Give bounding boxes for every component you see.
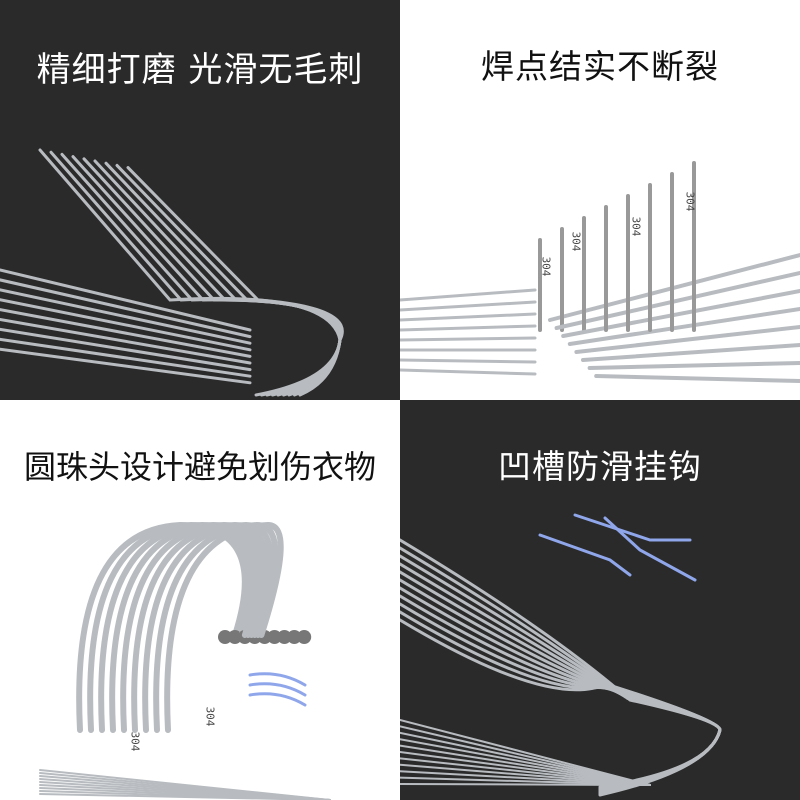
- hanger-wire: [594, 374, 800, 383]
- ball-tip: [287, 630, 302, 644]
- hanger-wire: [400, 312, 537, 322]
- ball-tip: [227, 630, 242, 644]
- hanger-wire: [400, 783, 651, 786]
- hanger-wire: [574, 325, 800, 354]
- motion-line: [248, 672, 307, 687]
- hanger-groove-illustration: [400, 513, 722, 797]
- panel-groove-hook: 凹槽防滑挂钩: [400, 400, 800, 800]
- hanger-wire: [39, 793, 331, 800]
- hanger-wire: [561, 289, 800, 338]
- hanger-wire: [400, 324, 537, 332]
- hanger-wire: [400, 757, 651, 786]
- hanger-wire: [400, 725, 651, 786]
- hanger-wire: [0, 308, 252, 358]
- motion-line: [538, 533, 632, 577]
- motion-line: [248, 682, 307, 697]
- hanger-wire: [400, 358, 537, 364]
- hanger-wire: [548, 253, 800, 322]
- panel-weld: 焊点结实不断裂 304 304 304 304: [400, 0, 800, 400]
- panel-ball-tip: 圆珠头设计避免划伤衣物 304 304: [0, 400, 400, 800]
- hanger-wire: [581, 343, 800, 362]
- hanger-wire: [400, 751, 651, 786]
- hanger-hook-illustration: [39, 521, 331, 800]
- caption-ball-tip: 圆珠头设计避免划伤衣物: [23, 448, 376, 486]
- hanger-wire: [554, 271, 800, 330]
- hanger-wire: [0, 318, 252, 365]
- hanger-wire: [126, 166, 344, 397]
- hanger-wire: [400, 719, 651, 786]
- hanger-wire: [0, 327, 252, 372]
- hanger-weld-illustration: [400, 161, 800, 383]
- hanger-wire: [400, 300, 537, 312]
- motion-line: [603, 516, 697, 582]
- hanger-wire: [567, 307, 800, 346]
- ball-tip: [277, 630, 292, 644]
- caption-groove-hook: 凹槽防滑挂钩: [498, 447, 702, 486]
- hanger-wire: [400, 336, 537, 342]
- hanger-wire: [400, 731, 651, 786]
- hanger-wire: [400, 618, 722, 789]
- stamp-304: 304: [539, 256, 553, 277]
- hanger-wire: [400, 744, 651, 786]
- hanger-wire: [400, 763, 651, 786]
- hanger-wire: [0, 337, 252, 378]
- caption-polished: 精细打磨 光滑无毛刺: [36, 50, 364, 90]
- ball-tip: [267, 630, 282, 644]
- hanger-wire: [400, 770, 651, 786]
- hanger-illustration: [0, 148, 344, 397]
- hanger-wire: [164, 521, 284, 733]
- stamp-304: 304: [683, 191, 697, 212]
- hanger-wire: [400, 776, 651, 786]
- hanger-wire: [0, 288, 252, 345]
- stamp-304: 304: [128, 731, 142, 752]
- hanger-wire: [400, 738, 651, 786]
- hanger-wire: [0, 298, 252, 352]
- ball-tip: [218, 630, 232, 644]
- panel-polished: 精细打磨 光滑无毛刺: [0, 0, 400, 400]
- hanger-wire: [400, 594, 722, 791]
- hanger-wire: [400, 288, 537, 302]
- caption-weld: 焊点结实不断裂: [481, 47, 719, 86]
- stamp-304: 304: [203, 706, 217, 727]
- ball-tip: [297, 630, 312, 644]
- hanger-wire: [400, 368, 537, 376]
- stamp-304: 304: [569, 231, 583, 252]
- stamp-304: 304: [629, 216, 643, 237]
- motion-line: [573, 513, 692, 542]
- hanger-wire: [587, 361, 800, 370]
- hanger-wire: [0, 347, 252, 385]
- hanger-wire: [0, 268, 252, 332]
- motion-line: [248, 692, 307, 707]
- hanger-wire: [0, 278, 252, 339]
